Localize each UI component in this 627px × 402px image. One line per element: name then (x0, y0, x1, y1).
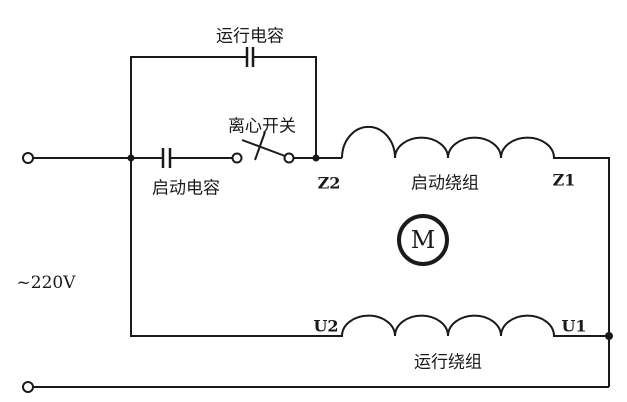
switch-arrow-icon (254, 131, 266, 161)
start-capacitor-icon (161, 148, 172, 168)
run-capacitor-icon (245, 47, 255, 67)
run-winding-coil (130, 158, 609, 337)
u2-label: U2 (313, 316, 339, 336)
start-winding-coil (341, 125, 610, 387)
junction-node (127, 154, 135, 162)
run-capacitor-wire (130, 56, 317, 158)
centrifugal-switch-icon (241, 139, 286, 157)
start-winding-label: 启动绕组 (411, 173, 479, 194)
z1-label: Z1 (552, 170, 576, 190)
junction-node (312, 154, 320, 162)
run-winding-label: 运行绕组 (414, 352, 482, 373)
supply-terminal-bottom (22, 381, 34, 393)
centrifugal-switch-label: 离心开关 (228, 116, 296, 137)
run-capacitor-label: 运行电容 (216, 26, 284, 47)
motor-icon (397, 214, 449, 266)
junction-node (605, 332, 613, 340)
switch-contact-left (231, 152, 243, 164)
start-capacitor-label: 启动电容 (152, 178, 220, 199)
motor-label: M (410, 226, 436, 254)
supply-terminal-top (22, 152, 34, 164)
voltage-label: ~220V (16, 273, 76, 293)
u1-label: U1 (561, 316, 587, 336)
z2-label: Z2 (317, 173, 341, 193)
switch-contact-right (283, 152, 295, 164)
